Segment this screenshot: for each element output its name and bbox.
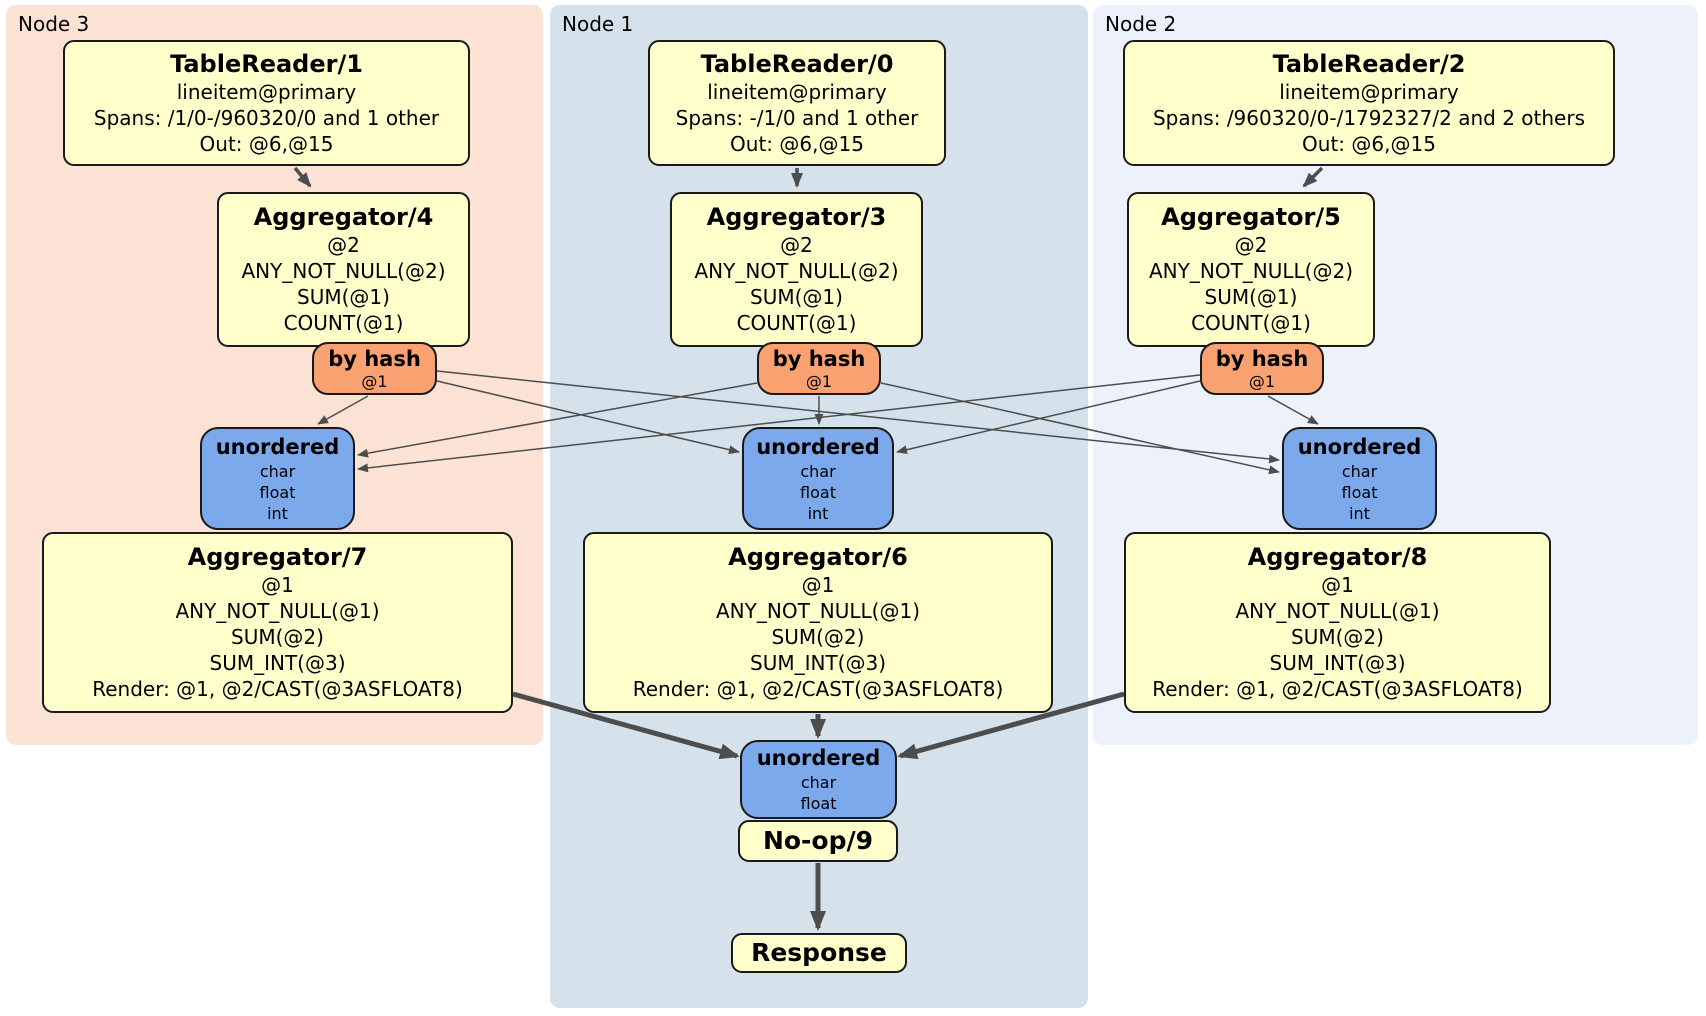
sync-col-type: int — [1349, 503, 1370, 523]
index-line: lineitem@primary — [176, 79, 357, 104]
agg-func-line: SUM(@1) — [297, 285, 390, 309]
agg-func-line: COUNT(@1) — [1191, 311, 1311, 335]
sync-col-type: char — [1341, 461, 1378, 481]
agg-func-line: SUM_INT(@3) — [209, 651, 346, 675]
tablereader-2-box: TableReader/2 lineitem@primary Spans: /9… — [1123, 40, 1615, 166]
noop-9-box: No-op/9 — [738, 820, 898, 862]
group-cols-line: @2 — [780, 233, 813, 257]
node-3-label: Node 3 — [18, 12, 90, 36]
unordered-sync-node3: unordered char float int — [200, 427, 355, 530]
render-line: Render: @1, @2/CAST(@3ASFLOAT8) — [92, 677, 463, 701]
sync-col-type: char — [800, 773, 837, 792]
router-title: by hash — [328, 346, 421, 371]
sync-col-type: float — [259, 482, 296, 502]
aggregator-3-box: Aggregator/3 @2 ANY_NOT_NULL(@2) SUM(@1)… — [670, 192, 923, 347]
aggregator-4-box: Aggregator/4 @2 ANY_NOT_NULL(@2) SUM(@1)… — [217, 192, 470, 347]
group-cols-line: @2 — [1234, 233, 1268, 257]
sync-col-type: float — [800, 482, 836, 502]
node-2-label: Node 2 — [1105, 12, 1177, 36]
sync-col-type: char — [800, 461, 836, 481]
sync-title: unordered — [1297, 434, 1422, 459]
out-line: Out: @6,@15 — [199, 131, 334, 156]
processor-title: TableReader/0 — [700, 49, 894, 78]
index-line: lineitem@primary — [1279, 79, 1459, 104]
router-cols: @1 — [1248, 371, 1276, 391]
aggregator-5-box: Aggregator/5 @2 ANY_NOT_NULL(@2) SUM(@1)… — [1127, 192, 1375, 347]
render-line: Render: @1, @2/CAST(@3ASFLOAT8) — [1152, 677, 1523, 701]
processor-title: TableReader/2 — [1272, 49, 1466, 78]
agg-func-line: SUM(@2) — [231, 625, 324, 649]
agg-func-line: SUM(@1) — [750, 285, 843, 309]
group-cols-line: @1 — [1321, 573, 1354, 597]
response-box: Response — [731, 933, 907, 973]
agg-func-line: COUNT(@1) — [283, 311, 404, 335]
agg-func-line: SUM(@2) — [771, 625, 865, 649]
router-title: by hash — [1215, 346, 1309, 371]
agg-func-line: ANY_NOT_NULL(@2) — [694, 259, 899, 283]
agg-func-line: ANY_NOT_NULL(@2) — [1149, 259, 1353, 283]
tablereader-0-box: TableReader/0 lineitem@primary Spans: -/… — [648, 40, 946, 166]
agg-func-line: SUM(@2) — [1291, 625, 1384, 649]
router-title: by hash — [772, 346, 866, 371]
processor-title: Aggregator/8 — [1247, 543, 1428, 571]
group-cols-line: @1 — [261, 573, 294, 597]
agg-func-line: SUM_INT(@3) — [1269, 651, 1406, 675]
unordered-sync-node2: unordered char float int — [1282, 427, 1437, 530]
hash-router-node3: by hash @1 — [312, 342, 437, 395]
out-line: Out: @6,@15 — [1302, 131, 1436, 156]
index-line: lineitem@primary — [707, 79, 887, 104]
hash-router-node1: by hash @1 — [757, 342, 881, 395]
router-cols: @1 — [361, 371, 388, 391]
render-line: Render: @1, @2/CAST(@3ASFLOAT8) — [632, 677, 1004, 701]
agg-func-line: ANY_NOT_NULL(@1) — [1235, 599, 1440, 623]
agg-func-line: SUM(@1) — [1204, 285, 1298, 309]
tablereader-1-box: TableReader/1 lineitem@primary Spans: /1… — [63, 40, 470, 166]
processor-title: Aggregator/5 — [1161, 203, 1341, 231]
spans-line: Spans: /960320/0-/1792327/2 and 2 others — [1152, 105, 1585, 130]
aggregator-8-box: Aggregator/8 @1 ANY_NOT_NULL(@1) SUM(@2)… — [1124, 532, 1551, 713]
processor-title: Aggregator/3 — [706, 203, 887, 231]
sync-col-type: int — [267, 503, 288, 523]
node-1-label: Node 1 — [562, 12, 634, 36]
sync-title: unordered — [756, 434, 880, 459]
group-cols-line: @1 — [801, 573, 835, 597]
processor-title: Aggregator/4 — [253, 203, 434, 231]
sync-title: unordered — [215, 434, 340, 459]
out-line: Out: @6,@15 — [730, 131, 864, 156]
sync-col-type: char — [259, 461, 296, 481]
processor-title: TableReader/1 — [170, 49, 363, 78]
group-cols-line: @2 — [327, 233, 360, 257]
agg-func-line: ANY_NOT_NULL(@1) — [175, 599, 380, 623]
spans-line: Spans: /1/0-/960320/0 and 1 other — [93, 105, 440, 130]
processor-title: No-op/9 — [762, 826, 874, 855]
agg-func-line: COUNT(@1) — [736, 311, 857, 335]
sync-col-type: int — [807, 503, 829, 523]
hash-router-node2: by hash @1 — [1200, 342, 1324, 395]
sync-col-type: float — [800, 794, 837, 813]
sync-title: unordered — [756, 746, 881, 770]
unordered-sync-node1: unordered char float int — [742, 427, 894, 530]
sync-col-type: float — [1341, 482, 1378, 502]
aggregator-6-box: Aggregator/6 @1 ANY_NOT_NULL(@1) SUM(@2)… — [583, 532, 1053, 713]
aggregator-7-box: Aggregator/7 @1 ANY_NOT_NULL(@1) SUM(@2)… — [42, 532, 513, 713]
spans-line: Spans: -/1/0 and 1 other — [675, 105, 919, 130]
agg-func-line: SUM_INT(@3) — [750, 651, 886, 675]
processor-title: Response — [751, 938, 887, 967]
router-cols: @1 — [805, 371, 833, 391]
processor-title: Aggregator/7 — [187, 543, 368, 571]
unordered-sync-final: unordered char float — [740, 740, 897, 819]
processor-title: Aggregator/6 — [728, 543, 908, 571]
agg-func-line: ANY_NOT_NULL(@1) — [716, 599, 920, 623]
agg-func-line: ANY_NOT_NULL(@2) — [241, 259, 446, 283]
